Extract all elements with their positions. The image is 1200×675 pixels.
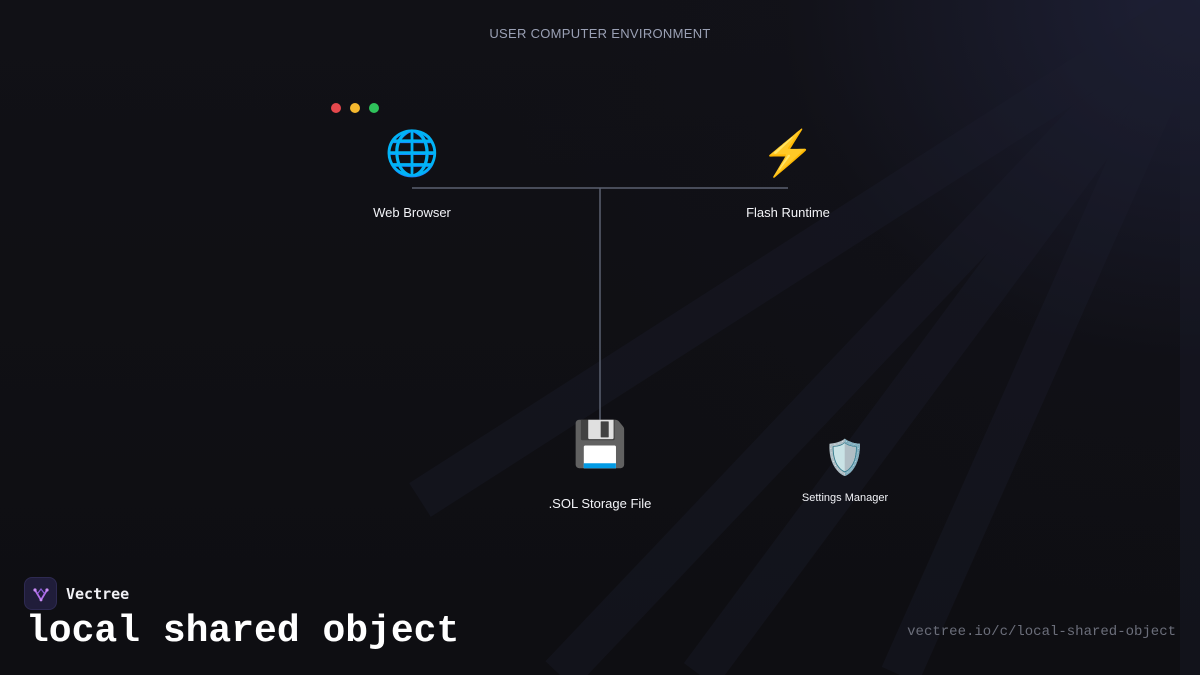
node-label-settings-manager: Settings Manager (801, 492, 889, 504)
node-sol-storage-file: 💾 .SOL Storage File (549, 420, 652, 511)
lightning-icon: ⚡ (760, 129, 816, 178)
node-settings-manager: 🛡️ Settings Manager (802, 438, 888, 504)
brand-name: Vectree (66, 584, 130, 603)
window-controls (331, 103, 379, 113)
page-title: local shared object (26, 610, 460, 653)
minimize-dot-icon (350, 103, 360, 113)
source-url: vectree.io/c/local-shared-object (907, 624, 1176, 640)
vectree-logo-icon (24, 577, 57, 610)
floppy-disk-icon: 💾 (572, 420, 628, 469)
shield-icon: 🛡️ (823, 439, 867, 477)
maximize-dot-icon (369, 103, 379, 113)
close-dot-icon (331, 103, 341, 113)
node-flash-runtime: ⚡ Flash Runtime (746, 129, 830, 220)
node-web-browser: 🌐 Web Browser (373, 129, 451, 220)
globe-icon: 🌐 (384, 129, 440, 178)
node-label-sol-storage-file: .SOL Storage File (548, 496, 652, 511)
brand: Vectree (24, 577, 129, 610)
node-label-web-browser: Web Browser (373, 205, 451, 220)
node-label-flash-runtime: Flash Runtime (746, 205, 830, 220)
environment-label: USER COMPUTER ENVIRONMENT (489, 26, 711, 41)
